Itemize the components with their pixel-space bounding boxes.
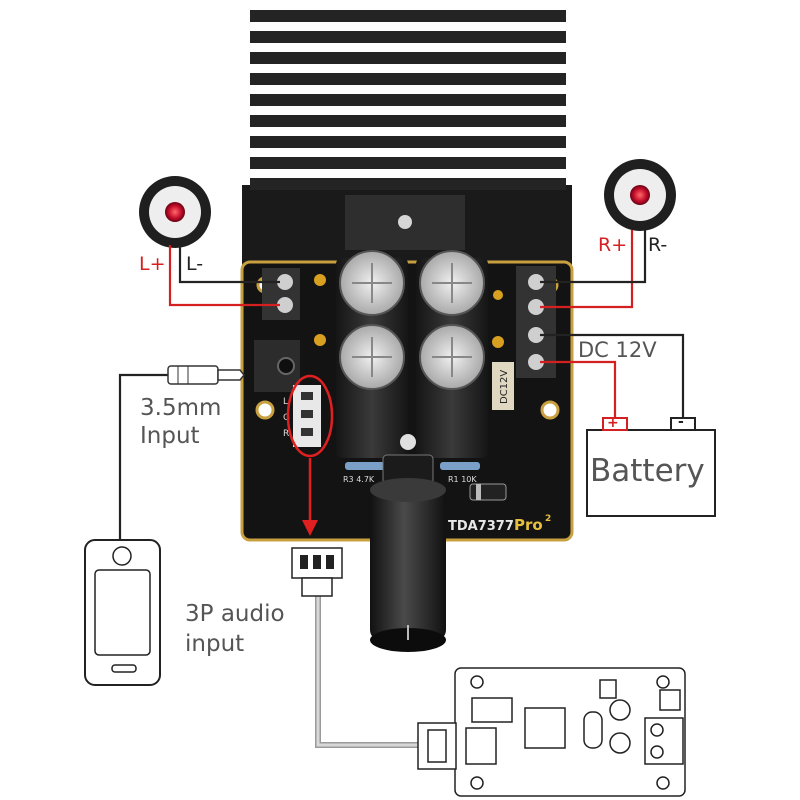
resistor-label-r1: R1 10K [448,475,477,484]
pin-label-g: G [283,413,290,423]
audio-input-label-line1: 3P audio [185,601,285,627]
pin-label-r: R [283,429,289,439]
audio-plug-icon [167,365,245,385]
left-plus-label: L+ [139,253,166,275]
battery-plus-label: + [607,415,619,431]
battery-minus-label: - [678,414,684,430]
left-minus-label: L- [186,253,204,275]
heatsink-fins [250,10,566,190]
heatsink [242,10,572,265]
resistor-label-r3: R3 4.7K [343,475,375,484]
amplifier-board: L G R DC12V R3 4.7K R1 [240,250,574,542]
right-plus-label: R+ [598,234,628,256]
volume-knob [370,434,446,652]
audio-jack-socket [254,340,300,392]
board-model-superscript: 2 [545,514,551,524]
right-speaker-icon [604,159,676,231]
board-dc-label: DC12V [499,370,510,404]
resistors [345,462,480,470]
power-label: DC 12V [578,338,657,362]
board-model-label: TDA7377 [448,519,514,534]
header-highlight-circle [286,374,334,458]
jack-input-label-line1: 3.5mm [140,395,222,421]
battery-label: Battery [590,453,705,489]
right-minus-label: R- [648,234,668,256]
right-speaker-power-terminal [516,266,556,378]
wiring [118,230,685,748]
three-pin-connector-icon [291,547,343,597]
phone-icon [84,539,161,686]
filter-capacitors [336,250,488,458]
jack-input-label-line2: Input [140,423,200,449]
pin-label-l: L [283,397,288,407]
left-speaker-terminal [262,268,300,320]
board-model-suffix: Pro [514,516,543,534]
left-speaker-icon [139,176,211,248]
three-pin-header [293,385,321,447]
source-board-connector [417,722,457,770]
battery-icon [586,417,716,517]
audio-input-label-line2: input [185,631,245,657]
diode [469,483,507,501]
red-arrow-head [302,520,318,536]
source-board-sketch [454,667,686,797]
